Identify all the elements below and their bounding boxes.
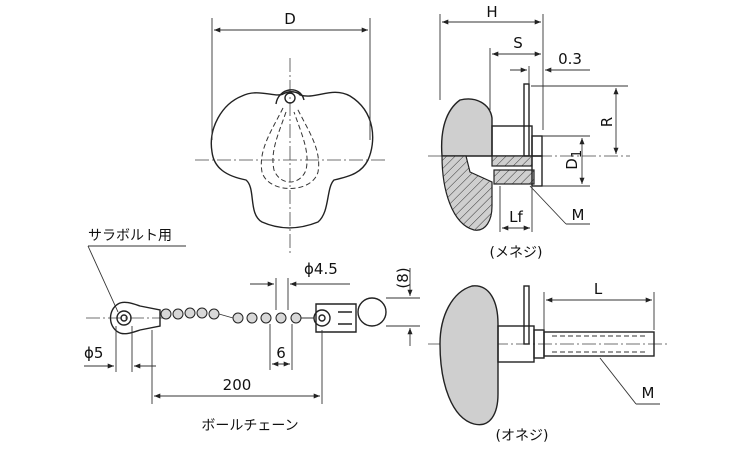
chain-label: ボールチェーン: [201, 418, 298, 434]
dim-D1-label: D 1: [563, 150, 585, 170]
coupler-slot: [338, 311, 352, 325]
chain-ring: [357, 297, 387, 327]
side-view-male: L M (オネジ): [428, 280, 668, 444]
chain-bead: [246, 312, 258, 324]
female-insert-section: [491, 155, 533, 167]
chain-bead: [260, 312, 272, 324]
female-knob-upper: [440, 98, 493, 157]
dim-phi5-label: ϕ5: [84, 344, 103, 362]
knob-top-hidden-lines-inner: [272, 111, 308, 183]
dim-M-label-female: M: [572, 206, 585, 224]
side-view-female: H S 0.3 R D 1 Lf M (メネジ): [428, 3, 630, 261]
knob-top-hole: [284, 92, 296, 104]
coupler-hole-inner: [318, 314, 326, 322]
knob-top-hidden-lines: [260, 107, 320, 189]
ball-chain-view: サラボルト用 ϕ5 ϕ4.5 (8): [84, 228, 420, 434]
female-caption: (メネジ): [490, 245, 543, 261]
chain-coupler: [315, 303, 357, 333]
male-caption: (オネジ): [496, 428, 549, 444]
dim-M-label-male: M: [642, 384, 655, 402]
chain-terminal: [109, 301, 161, 335]
screw-label-leader: [87, 245, 119, 313]
dim-8-label: (8): [394, 267, 412, 288]
chain-bead: [184, 307, 196, 319]
chain-terminal-hole-inner: [120, 314, 128, 322]
dim-D1-sub: 1: [570, 150, 585, 158]
chain-bead: [196, 307, 208, 319]
chain-bead: [290, 312, 302, 324]
dim-Lf-label: Lf: [509, 208, 523, 226]
dim-M-male-leader: [599, 357, 637, 405]
female-chain-plate: [523, 83, 530, 157]
dim-M-leader: [529, 185, 567, 225]
chain-link-wire: [218, 313, 314, 319]
knob-top-outline: [210, 91, 374, 229]
knob-top-lug: [275, 89, 305, 105]
dim-D-label: D: [284, 10, 296, 28]
coupler-hole: [313, 309, 331, 327]
dim-H-label: H: [486, 3, 497, 21]
chain-terminal-hole: [116, 310, 132, 326]
male-knob: [439, 285, 499, 426]
chain-bead: [172, 308, 184, 320]
male-chain-plate: [523, 285, 530, 345]
chain-bead: [208, 308, 220, 320]
female-collar: [491, 125, 533, 157]
top-view: D: [195, 10, 385, 255]
male-screw: [543, 331, 655, 357]
chain-bead: [232, 312, 244, 324]
chain-beads: [160, 307, 314, 324]
female-insert-top: [531, 135, 543, 157]
dim-gap-label: 0.3: [558, 50, 582, 68]
chain-bead: [275, 312, 287, 324]
dim-L-label: L: [594, 280, 603, 298]
chain-bead: [160, 308, 172, 320]
dim-D1-main: D: [563, 158, 581, 170]
female-insert-thread: [493, 169, 535, 185]
dim-6-label: 6: [276, 344, 286, 362]
dim-200-label: 200: [223, 376, 252, 394]
dim-S-label: S: [513, 34, 523, 52]
female-knob-section: [441, 155, 493, 231]
female-insert-end: [531, 155, 543, 187]
screw-label: サラボルト用: [88, 228, 172, 244]
dim-phi45-label: ϕ4.5: [304, 260, 338, 278]
dim-R-label: R: [598, 117, 616, 127]
